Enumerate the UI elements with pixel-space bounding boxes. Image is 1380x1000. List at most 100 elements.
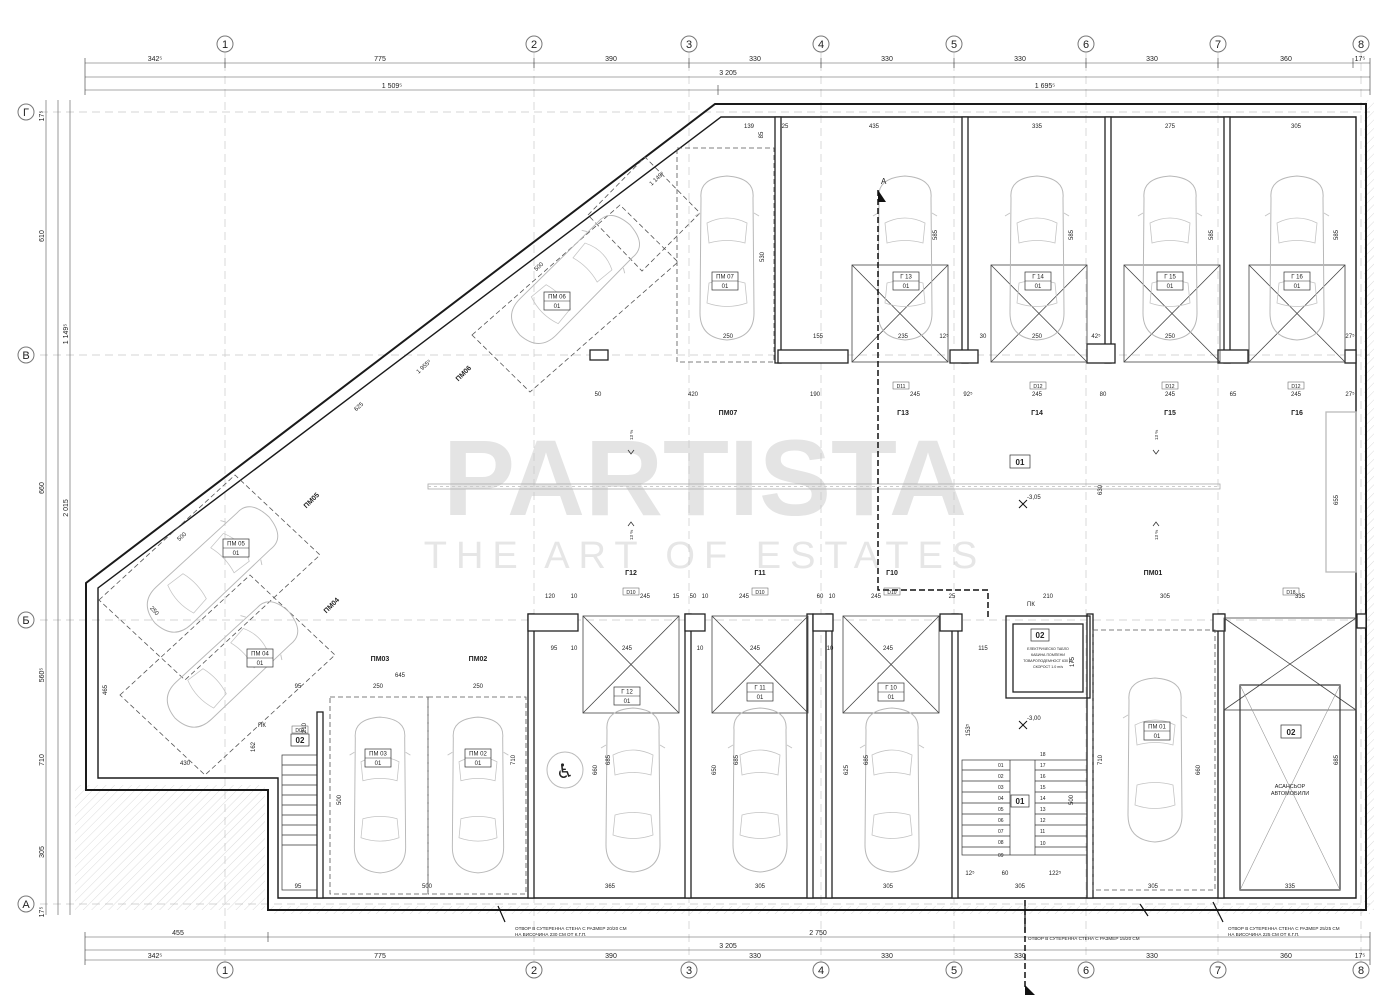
svg-text:50: 50 <box>690 594 697 600</box>
svg-text:305: 305 <box>1291 124 1302 130</box>
svg-text:Г 15: Г 15 <box>1164 275 1176 281</box>
interior-walls <box>316 116 1367 899</box>
svg-text:ПМ 01: ПМ 01 <box>1148 725 1166 731</box>
svg-text:685: 685 <box>1334 754 1340 765</box>
svg-text:335: 335 <box>1032 124 1043 130</box>
svg-text:10: 10 <box>1040 841 1046 847</box>
svg-text:13 %: 13 % <box>1154 430 1159 440</box>
parking-spot-outlines <box>329 147 1216 895</box>
dim-text: 360 <box>1280 56 1292 63</box>
room-number-stair: 01 <box>1016 797 1025 806</box>
svg-text:ПМ 05: ПМ 05 <box>227 542 245 548</box>
dim-text: 775 <box>374 953 386 960</box>
dimension-chain-left: 17⁵ 610 660 560⁵ 710 305 17⁵ 1 149⁵ 2 01… <box>39 100 71 918</box>
svg-text:465: 465 <box>103 684 109 695</box>
svg-text:Г 12: Г 12 <box>621 690 633 696</box>
svg-text:210: 210 <box>302 722 308 733</box>
svg-text:585: 585 <box>1209 229 1215 240</box>
svg-text:250: 250 <box>1032 334 1043 340</box>
svg-text:D18: D18 <box>1286 590 1295 596</box>
svg-text:11: 11 <box>1040 829 1045 835</box>
svg-text:122⁵: 122⁵ <box>1049 870 1062 877</box>
axis-label: Б <box>22 615 29 627</box>
svg-text:01: 01 <box>233 551 240 557</box>
svg-text:335: 335 <box>1295 594 1306 600</box>
axis-label: 3 <box>686 39 692 51</box>
svg-text:D10: D10 <box>626 590 635 596</box>
dim-text: 2 750 <box>809 930 827 937</box>
dim-text: 17⁵ <box>1355 953 1366 960</box>
svg-text:♿: ♿ <box>556 761 574 783</box>
svg-text:305: 305 <box>1015 884 1026 890</box>
svg-text:01: 01 <box>1154 734 1161 740</box>
interior-dimensions: 139 85 435 335 275 305 25 530 585 585 58… <box>103 124 1355 890</box>
level-marks: -3,05 -3,00 <box>1018 495 1041 730</box>
svg-text:13 %: 13 % <box>629 430 634 440</box>
svg-text:250: 250 <box>473 684 484 690</box>
section-line: А <box>877 177 1035 995</box>
svg-text:01: 01 <box>554 304 561 310</box>
svg-text:01: 01 <box>1294 284 1301 290</box>
svg-text:18: 18 <box>1040 752 1046 758</box>
room-02-notes: ЕЛЕКТРИЧЕСКО ТАБЛО КАБИНА ПОМПЕНИ ТОВАРО… <box>1023 647 1073 669</box>
svg-text:95: 95 <box>295 684 302 690</box>
dim-text: 1 509⁵ <box>382 83 403 90</box>
axis-label: 4 <box>818 39 824 51</box>
svg-text:НА ВИСОЧИНА 230 СМ ОТ К.Г.П.: НА ВИСОЧИНА 230 СМ ОТ К.Г.П. <box>515 932 586 937</box>
svg-text:245: 245 <box>1165 392 1176 398</box>
stair-step-numbers: 18 17 16 15 14 13 12 11 10 01 02 03 04 0… <box>998 752 1046 859</box>
axis-label: 6 <box>1083 39 1089 51</box>
svg-text:92⁵: 92⁵ <box>963 391 973 398</box>
car-elevator: АСАНСЬОР АВТОМОБИЛИ <box>1239 684 1341 891</box>
dim-text: 330 <box>881 56 893 63</box>
svg-text:ПМ 07: ПМ 07 <box>716 275 734 281</box>
pk-labels: ПК ПК <box>258 602 1035 729</box>
dim-text: 17⁵ <box>39 907 46 918</box>
accessible-parking-icon: ♿ <box>546 751 584 789</box>
svg-text:585: 585 <box>1069 229 1075 240</box>
watermark-tagline: THE ART OF ESTATES <box>424 535 986 577</box>
svg-text:430: 430 <box>180 761 191 767</box>
svg-text:01: 01 <box>257 661 264 667</box>
svg-text:685: 685 <box>734 754 740 765</box>
svg-text:245: 245 <box>871 594 882 600</box>
svg-text:Г 14: Г 14 <box>1032 275 1044 281</box>
space-label: Г12 <box>625 570 637 577</box>
space-label: Г15 <box>1164 410 1176 417</box>
svg-text:365: 365 <box>605 884 616 890</box>
svg-text:500: 500 <box>337 794 343 805</box>
svg-text:95: 95 <box>551 646 558 652</box>
svg-text:245: 245 <box>1032 392 1043 398</box>
room-number-02: 02 <box>1036 631 1045 640</box>
axis-label: 5 <box>951 965 957 977</box>
axis-label: 8 <box>1358 965 1364 977</box>
svg-text:245: 245 <box>910 392 921 398</box>
svg-text:420: 420 <box>688 392 699 398</box>
svg-text:630: 630 <box>1098 484 1104 495</box>
svg-text:12⁵: 12⁵ <box>939 333 949 340</box>
stairs <box>281 754 1088 891</box>
dim-text: 660 <box>39 482 46 494</box>
axis-labels-top: 1 2 3 4 5 6 7 8 <box>216 35 1370 53</box>
space-label: ПМ04 <box>323 597 341 615</box>
dim-text: 1 149⁵ <box>63 324 70 345</box>
svg-text:27⁵: 27⁵ <box>1345 391 1355 398</box>
dim-text: 610 <box>39 230 46 242</box>
svg-text:175: 175 <box>1070 656 1076 667</box>
dim-text: 330 <box>749 56 761 63</box>
watermark-brand: PARTISTA <box>443 417 967 538</box>
svg-text:13 %: 13 % <box>629 530 634 540</box>
svg-text:10: 10 <box>702 594 709 600</box>
watermark: PARTISTA THE ART OF ESTATES <box>424 417 986 577</box>
svg-text:305: 305 <box>883 884 894 890</box>
svg-text:245: 245 <box>750 646 761 652</box>
space-label: ПМ06 <box>455 365 473 383</box>
svg-text:25: 25 <box>782 124 789 130</box>
svg-text:235: 235 <box>898 334 909 340</box>
svg-text:250: 250 <box>148 606 160 618</box>
svg-text:D12: D12 <box>1033 384 1042 390</box>
svg-text:250: 250 <box>723 334 734 340</box>
axis-label: 1 <box>222 965 228 977</box>
svg-text:07: 07 <box>998 829 1004 835</box>
svg-text:10: 10 <box>827 646 834 652</box>
